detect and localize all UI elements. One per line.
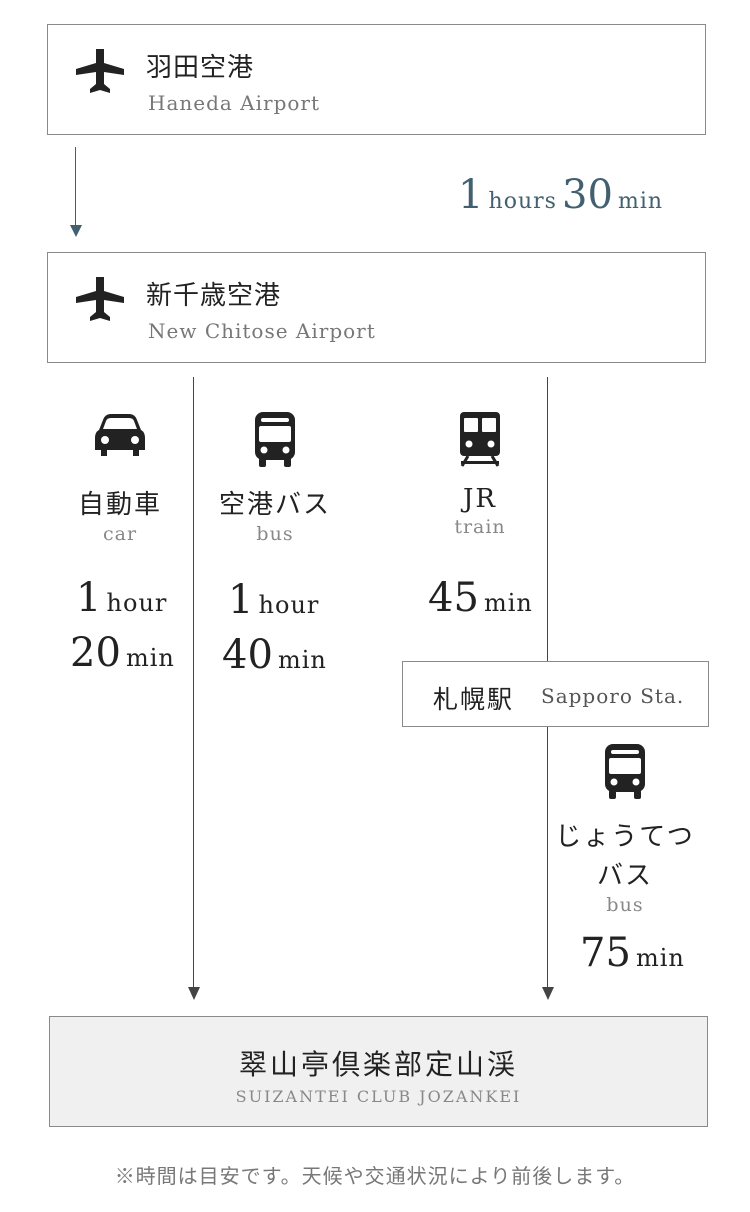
jr-minutes-unit: min: [484, 589, 533, 617]
airport-bus-label-en: bus: [256, 523, 294, 545]
origin-airport-card: 羽田空港 Haneda Airport: [47, 24, 706, 135]
airport-bus-label-jp: 空港バス: [218, 490, 331, 520]
arrival-airport-card: 新千歳空港 New Chitose Airport: [47, 252, 706, 363]
disclaimer-note: ※時間は目安です。天候や交通状況により前後します。: [114, 1164, 636, 1188]
route-line-jr: [547, 377, 548, 661]
flight-arrow-line: [75, 147, 76, 227]
jr-label-en: train: [454, 516, 506, 538]
flight-duration: 1 hours 30 min: [458, 172, 663, 218]
jotetsu-label-en: bus: [606, 894, 644, 916]
jr-minutes: 45: [428, 575, 479, 621]
airport-bus-minutes: 40: [222, 632, 273, 678]
arrival-name-en: New Chitose Airport: [148, 319, 376, 343]
car-minutes: 20: [70, 630, 121, 676]
destination-card: 翠山亭倶楽部定山渓 SUIZANTEI CLUB JOZANKEI: [49, 1016, 708, 1127]
route-arrowhead-right: [542, 987, 554, 1000]
jotetsu-label-jp-line1: じょうてつ: [555, 822, 695, 852]
car-icon: [95, 414, 145, 456]
transfer-name-en: Sapporo Sta.: [541, 684, 685, 708]
jotetsu-label-jp-line2: バス: [596, 861, 653, 891]
flight-minutes: 30: [562, 172, 613, 218]
destination-name-en: SUIZANTEI CLUB JOZANKEI: [235, 1087, 522, 1106]
arrival-name-jp: 新千歳空港: [146, 281, 282, 311]
route-arrowhead-left: [188, 987, 200, 1000]
flight-arrow-head: [70, 225, 82, 237]
route-airport-bus: 空港バス bus: [210, 410, 340, 545]
origin-name-jp: 羽田空港: [146, 53, 255, 83]
route-line-jotetsu: [547, 727, 548, 989]
airplane-icon: [76, 277, 124, 321]
car-duration-minutes: 20 min: [70, 630, 175, 676]
airport-bus-duration-minutes: 40 min: [222, 632, 327, 678]
route-jotetsu-bus: じょうてつ バス bus: [555, 742, 695, 916]
bus-icon: [255, 412, 295, 467]
car-hours: 1: [76, 575, 102, 621]
car-minutes-unit: min: [126, 644, 175, 672]
airport-bus-duration-hours: 1 hour: [228, 577, 319, 623]
car-duration-hours: 1 hour: [76, 575, 167, 621]
jotetsu-duration: 75 min: [580, 930, 685, 976]
jr-duration: 45 min: [428, 575, 533, 621]
jr-label-jp: JR: [463, 484, 497, 514]
route-line-left: [193, 377, 194, 989]
car-hours-unit: hour: [106, 589, 168, 617]
transfer-station-box: 札幌駅 Sapporo Sta.: [402, 661, 709, 727]
airport-bus-hours: 1: [228, 577, 254, 623]
airport-bus-minutes-unit: min: [278, 646, 327, 674]
airport-bus-hours-unit: hour: [258, 591, 320, 619]
car-label-jp: 自動車: [77, 490, 162, 520]
transfer-name-jp: 札幌駅: [433, 685, 515, 714]
route-jr-train: JR train: [420, 410, 540, 538]
flight-hours: 1: [458, 172, 484, 218]
flight-hours-unit: hours: [488, 189, 557, 214]
car-label-en: car: [102, 523, 138, 545]
train-icon: [460, 412, 500, 467]
destination-name-jp: 翠山亭倶楽部定山渓: [238, 1048, 518, 1081]
airplane-icon: [76, 49, 124, 93]
jotetsu-minutes-unit: min: [636, 944, 685, 972]
origin-name-en: Haneda Airport: [148, 91, 321, 115]
route-car: 自動車 car: [60, 410, 180, 545]
jotetsu-minutes: 75: [580, 930, 631, 976]
bus-icon: [605, 744, 645, 799]
flight-minutes-unit: min: [618, 189, 664, 214]
